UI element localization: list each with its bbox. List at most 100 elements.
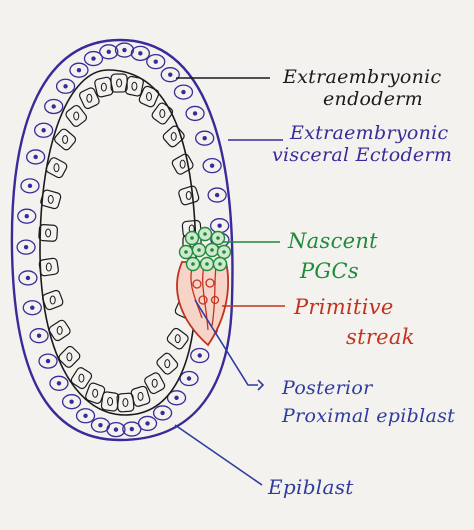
epiblast-nucleus <box>107 396 114 406</box>
pgc-nucleus <box>184 250 188 254</box>
epiblast-nucleus <box>45 262 52 272</box>
epiblast-nucleus <box>151 378 158 388</box>
label-posterior-line1: Posterior <box>282 377 373 399</box>
visceral-endoderm-nucleus <box>174 395 179 401</box>
label-visceral-ectoderm-line2: visceral Ectoderm <box>272 144 453 166</box>
label-epiblast-line1: Epiblast <box>268 475 354 499</box>
visceral-endoderm-nucleus <box>160 410 165 416</box>
label-extraembryonic-visceral-ectoderm: Extraembryonic visceral Ectoderm <box>272 122 452 166</box>
visceral-endoderm-cell <box>69 62 89 78</box>
pgc-nucleus <box>191 262 195 266</box>
visceral-endoderm-cell <box>195 130 215 146</box>
pgc-nucleus <box>190 236 194 240</box>
epiblast-nucleus <box>66 352 73 362</box>
visceral-endoderm-nucleus <box>69 399 74 404</box>
visceral-endoderm-nucleus <box>214 192 220 198</box>
epiblast-cell <box>156 352 179 375</box>
epiblast-nucleus <box>170 131 177 141</box>
visceral-endoderm-nucleus <box>217 223 222 228</box>
visceral-endoderm-cell <box>75 408 96 424</box>
leader-lines <box>174 77 285 486</box>
visceral-endoderm-nucleus <box>83 413 88 418</box>
visceral-endoderm-nucleus <box>41 128 46 133</box>
visceral-endoderm-cell <box>122 421 142 437</box>
visceral-endoderm-cell <box>114 42 135 58</box>
epiblast-nucleus <box>159 109 166 119</box>
visceral-endoderm-cell <box>146 53 166 70</box>
visceral-endoderm-nucleus <box>106 49 111 55</box>
pgc-nucleus <box>222 250 226 254</box>
pgc-nucleus <box>197 248 201 252</box>
visceral-endoderm-cell <box>130 45 150 62</box>
nascent-pgc-cluster <box>178 226 232 272</box>
visceral-endoderm-nucleus <box>25 275 31 281</box>
epiblast-cell <box>110 73 128 93</box>
epiblast-nucleus <box>100 82 107 92</box>
epiblast-nucleus <box>146 92 153 102</box>
visceral-endoderm-cell <box>17 208 37 224</box>
primitive-streak-cells <box>190 265 220 331</box>
visceral-endoderm-nucleus <box>129 426 135 432</box>
visceral-endoderm-nucleus <box>197 353 202 358</box>
epiblast-cell <box>54 128 77 151</box>
visceral-endoderm-nucleus <box>45 358 51 364</box>
epiblast-nucleus <box>86 93 93 103</box>
label-nascent-pgcs-line1: Nascent <box>288 229 378 253</box>
epiblast-nucleus <box>164 359 171 369</box>
outer-visceral-endoderm-outline <box>10 38 234 442</box>
visceral-endoderm-nucleus <box>209 163 215 168</box>
epiblast-cell <box>171 153 194 175</box>
label-nascent-pgcs-line2: PGCs <box>300 259 359 283</box>
leader-posterior-proximal-epiblast <box>194 299 258 386</box>
visceral-endoderm-nucleus <box>122 47 127 53</box>
visceral-endoderm-nucleus <box>76 67 82 73</box>
label-primitive-streak-line2: streak <box>346 325 415 349</box>
epiblast-nucleus <box>174 334 181 344</box>
epiblast-nucleus <box>122 398 129 408</box>
visceral-endoderm-cell <box>20 178 40 194</box>
visceral-endoderm-cell <box>166 390 187 406</box>
pgc-nucleus <box>210 248 214 252</box>
visceral-endoderm-nucleus <box>138 51 143 56</box>
visceral-endoderm-cell <box>137 415 158 432</box>
proamniotic-cavity-outline <box>39 69 197 416</box>
visceral-endoderm-cell <box>61 394 82 410</box>
epiblast-cell <box>100 391 120 412</box>
label-primitive-streak: Primitive streak <box>294 292 415 352</box>
epiblast-nucleus <box>137 391 144 401</box>
visceral-endoderm-cell <box>18 270 38 286</box>
visceral-endoderm-nucleus <box>56 381 62 386</box>
leader-epiblast <box>174 424 263 486</box>
epiblast-nucleus <box>62 134 69 144</box>
visceral-endoderm-cell <box>179 370 199 387</box>
epiblast-nucleus <box>179 159 186 169</box>
visceral-endoderm-nucleus <box>192 111 198 116</box>
epiblast-nucleus <box>49 295 56 305</box>
epiblast-cell <box>45 157 68 179</box>
epiblast-cell <box>85 382 106 404</box>
label-extraembryonic-endoderm-line1: Extraembryonic <box>283 66 442 88</box>
epiblast-cell <box>48 319 71 342</box>
visceral-endoderm-cell <box>38 353 58 369</box>
visceral-endoderm-nucleus <box>91 56 96 61</box>
label-epiblast: Epiblast <box>268 476 354 498</box>
visceral-endoderm-nucleus <box>168 72 173 77</box>
visceral-endoderm-nucleus <box>186 376 192 381</box>
visceral-endoderm-nucleus <box>202 135 207 141</box>
visceral-endoderm-cell <box>26 149 46 165</box>
visceral-endoderm-cell <box>173 84 194 100</box>
epiblast-nucleus <box>131 81 138 91</box>
epiblast-nucleus <box>185 190 192 200</box>
visceral-endoderm-nucleus <box>181 89 186 95</box>
visceral-endoderm-nucleus <box>33 154 38 160</box>
visceral-endoderm-cell <box>55 78 76 94</box>
epiblast-nucleus <box>47 194 54 204</box>
epiblast-cell <box>162 125 185 148</box>
epiblast-nucleus <box>53 163 60 173</box>
label-extraembryonic-endoderm-line2: endoderm <box>323 88 423 110</box>
epiblast-cell <box>144 372 166 395</box>
visceral-endoderm-nucleus <box>30 305 35 310</box>
visceral-endoderm-cell <box>44 98 64 115</box>
visceral-endoderm-cell <box>49 375 69 391</box>
